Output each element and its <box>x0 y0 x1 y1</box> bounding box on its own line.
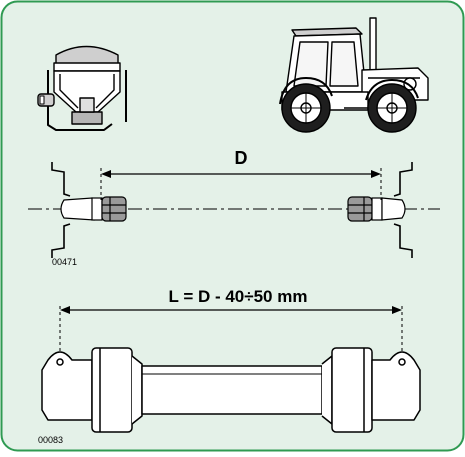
spreader-implement-illustration <box>37 45 127 131</box>
tractor-pto-stub <box>347 196 406 222</box>
distance-label: D <box>235 148 248 168</box>
figure-code-top: 00471 <box>52 257 77 267</box>
implement-mounting-profile <box>51 162 71 197</box>
distance-measurement-drawing: D 00471 <box>28 148 440 267</box>
tractor-mounting-profile <box>393 162 413 197</box>
figure-code-bottom: 00083 <box>38 435 63 445</box>
implement-pto-stub <box>60 196 127 222</box>
length-formula: L = D - 40÷50 mm <box>169 287 308 306</box>
shaft-length-drawing: L = D - 40÷50 mm 00083 <box>38 287 421 445</box>
tractor-illustration <box>279 17 429 133</box>
pto-drive-shaft <box>41 347 421 433</box>
